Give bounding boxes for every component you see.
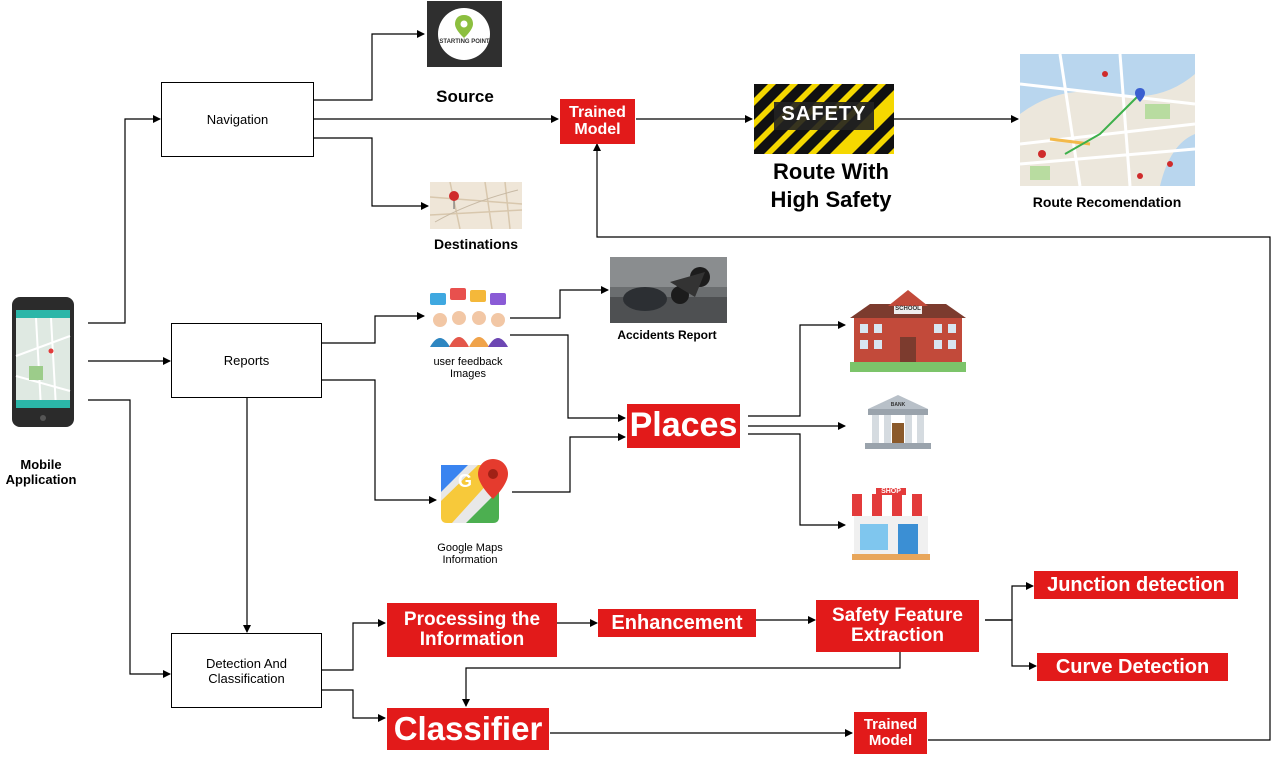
safety-sign-image: SAFETY: [754, 84, 894, 154]
edge-nav-dest: [314, 137, 429, 210]
mobile-app-label: Mobile Application: [5, 457, 77, 487]
user-feedback-label: user feedback Images: [433, 356, 503, 380]
edge-feature-curve: [985, 619, 1037, 670]
edge-feature-junction: [985, 582, 1034, 621]
bank-sign-text: BANK: [890, 402, 906, 408]
destinations-label: Destinations: [433, 236, 518, 252]
edge-feedback-places: [510, 334, 626, 422]
edge-reports-gmaps: [322, 379, 437, 504]
enhancement-box: Enhancement: [598, 609, 756, 637]
mobile-phone-image: [11, 296, 75, 428]
route-recommendation-label: Route Recomendation: [1032, 194, 1182, 210]
edge-places-shop: [748, 433, 846, 529]
edge-feedback-accident: [510, 286, 609, 319]
edge-reports-feedback: [322, 312, 425, 344]
detection-box: Detection And Classification: [171, 633, 322, 708]
accident-image: [610, 257, 727, 323]
school-image: SCHOOL: [850, 282, 966, 372]
edge-feature-classifier: [462, 652, 901, 707]
source-label: Source: [436, 87, 494, 106]
edge-detection-classifier: [322, 689, 386, 722]
trained-model-bottom: Trained Model: [854, 712, 927, 754]
trained-model-top: Trained Model: [560, 99, 635, 144]
edge-feedback: [593, 143, 1271, 741]
safety-sign-text: SAFETY: [781, 103, 867, 125]
google-maps-icon: G: [438, 457, 508, 527]
edge-detection-processing: [322, 619, 386, 671]
route-high-safety-label: Route With High Safety: [770, 159, 892, 212]
shop-sign-text: SHOP: [876, 488, 906, 495]
destinations-image: [430, 182, 522, 229]
route-map-image: [1020, 54, 1195, 186]
places-box: Places: [627, 404, 740, 448]
google-maps-label: Google Maps Information: [437, 542, 503, 566]
navigation-box: Navigation: [161, 82, 314, 157]
school-sign-text: SCHOOL: [895, 306, 921, 312]
svg-text:G: G: [458, 471, 472, 491]
safety-feature-box: Safety Feature Extraction: [816, 600, 979, 652]
reports-box: Reports: [171, 323, 322, 398]
classifier-box: Classifier: [387, 708, 549, 750]
processing-box: Processing the Information: [387, 603, 557, 657]
edge-gmaps-places: [512, 433, 626, 493]
junction-detection-box: Junction detection: [1034, 571, 1238, 599]
accidents-report-label: Accidents Report: [617, 328, 717, 342]
source-logo-image: STARTING POINT: [427, 1, 502, 67]
shop-image: SHOP: [848, 488, 934, 560]
edge-places-school: [748, 321, 846, 417]
bank-image: BANK: [862, 393, 934, 453]
edge-app-detection: [88, 399, 171, 678]
curve-detection-box: Curve Detection: [1037, 653, 1228, 681]
user-feedback-image: [428, 287, 510, 349]
source-logo-text: STARTING POINT: [439, 39, 490, 45]
edge-app-navigation: [88, 115, 161, 324]
edge-nav-source: [314, 30, 425, 101]
